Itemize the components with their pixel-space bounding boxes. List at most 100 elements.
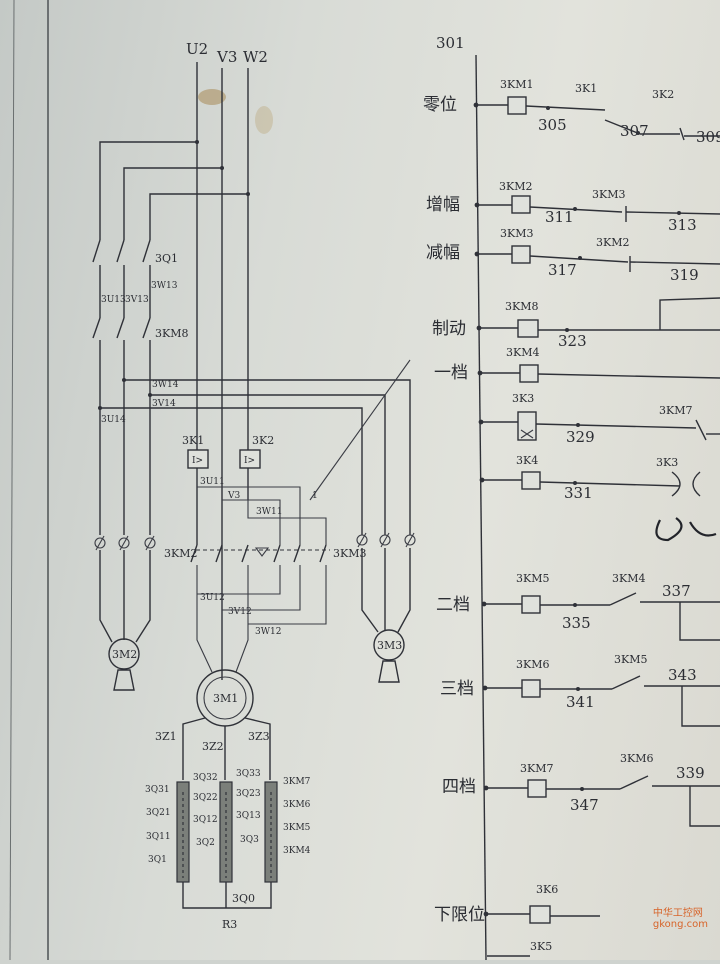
label-3km6: 3KM6 <box>283 800 311 810</box>
r-label-3km7b: 3KM7 <box>520 762 553 775</box>
r-label-305: 305 <box>538 116 567 134</box>
r-label-3k5: 3K5 <box>530 940 552 953</box>
row-gear3: 三档 <box>440 679 474 699</box>
label-3v13: 3V13 <box>125 295 149 305</box>
row-lower-limit: 下限位 <box>434 905 485 925</box>
control-bus <box>475 54 487 961</box>
label-3k1: 3K1 <box>182 434 204 447</box>
r-label-3km7: 3KM7 <box>659 404 692 417</box>
label-3q21: 3Q21 <box>146 808 171 818</box>
r-label-3k3b: 3K3 <box>656 456 678 469</box>
r-label-319: 319 <box>670 266 699 284</box>
svg-text:1: 1 <box>312 491 318 501</box>
r-label-329: 329 <box>566 428 595 446</box>
r-label-335: 335 <box>562 614 591 632</box>
r-label-3km6: 3KM6 <box>516 658 549 671</box>
label-3q1: 3Q1 <box>155 252 178 265</box>
r-label-343: 343 <box>668 666 697 684</box>
fuse-row-right <box>356 532 416 548</box>
power-circuit: U2 V3 W2 3Q1 3U13 3V13 3W13 3KM8 <box>92 40 416 931</box>
label-3q2: 3Q2 <box>196 838 215 848</box>
motor-3m2 <box>108 638 140 670</box>
svg-text:I>: I> <box>192 456 203 466</box>
page-edge <box>9 0 15 961</box>
r-label-3k6: 3K6 <box>536 883 558 896</box>
label-3q32: 3Q32 <box>193 773 218 783</box>
r-label-313: 313 <box>668 216 697 234</box>
r-label-3km4b: 3KM4 <box>612 572 645 585</box>
phase-label-v: V3 <box>216 48 237 66</box>
r-label-3km4: 3KM4 <box>506 346 539 359</box>
brake-3m3 <box>378 660 400 683</box>
phase-label-w: W2 <box>243 48 268 66</box>
label-3km4: 3KM4 <box>283 846 311 856</box>
r-label-3km5b: 3KM5 <box>614 653 647 666</box>
stain <box>255 106 273 134</box>
label-3w11: 3W11 <box>256 507 282 517</box>
label-3m1: 3M1 <box>213 692 238 705</box>
label-3q13: 3Q13 <box>236 811 261 821</box>
label-3km7: 3KM7 <box>283 777 311 787</box>
phase-label-u: U2 <box>186 40 208 58</box>
label-3u11: 3U11 <box>200 477 225 487</box>
label-3m3: 3M3 <box>377 639 402 652</box>
r-label-3k3: 3K3 <box>512 392 534 405</box>
row-brake: 制动 <box>432 319 466 339</box>
label-3q22: 3Q22 <box>193 793 218 803</box>
row-zero: 零位 <box>423 95 457 115</box>
r-label-3k1: 3K1 <box>575 82 597 95</box>
r-label-341: 341 <box>566 693 595 711</box>
label-3w13: 3W13 <box>151 281 178 291</box>
stain <box>198 89 226 105</box>
label-3q11: 3Q11 <box>146 832 171 842</box>
row-gear2: 二档 <box>436 595 470 615</box>
label-3q23: 3Q23 <box>236 789 261 799</box>
label-3q1b: 3Q1 <box>148 855 167 865</box>
row-down: 减幅 <box>426 243 460 263</box>
label-3k2: 3K2 <box>252 434 274 447</box>
r-label-311: 311 <box>545 208 574 226</box>
r-label-3km2b: 3KM2 <box>596 236 629 249</box>
r-label-3k4: 3K4 <box>516 454 538 467</box>
control-circuit: 301 零位 3KM1 3K1 3K2 305 307 309 增幅 3KM2 … <box>423 34 720 961</box>
r-label-3km1: 3KM1 <box>500 78 533 91</box>
brake-3m2 <box>113 669 135 691</box>
label-3q33: 3Q33 <box>236 769 261 779</box>
row-up: 增幅 <box>426 195 460 215</box>
label-3q3: 3Q3 <box>240 835 259 845</box>
label-3q31: 3Q31 <box>145 785 170 795</box>
r-label-3km5: 3KM5 <box>516 572 549 585</box>
relay-3k2 <box>239 449 261 469</box>
label-3km3: 3KM3 <box>333 547 366 560</box>
motor-3m3 <box>373 629 405 661</box>
label-3m2: 3M2 <box>112 648 137 661</box>
label-3u12: 3U12 <box>200 593 225 603</box>
label-3z1: 3Z1 <box>155 730 177 743</box>
r-label-317: 317 <box>548 261 577 279</box>
label-3u14: 3U14 <box>101 415 126 425</box>
r-label-309: 309 <box>696 128 720 146</box>
r-label-331: 331 <box>564 484 593 502</box>
r-label-3km2: 3KM2 <box>499 180 532 193</box>
label-3u13: 3U13 <box>101 295 126 305</box>
fuse-row-left <box>94 535 156 551</box>
label-3w12: 3W12 <box>255 627 281 637</box>
r-label-339: 339 <box>676 764 705 782</box>
label-3z2: 3Z2 <box>202 740 224 753</box>
watermark-line1: 中华工控网 <box>652 908 703 919</box>
label-3km5: 3KM5 <box>283 823 311 833</box>
label-3v12: 3V12 <box>228 607 252 617</box>
label-r3: R3 <box>222 918 237 931</box>
svg-text:I>: I> <box>244 456 255 466</box>
r-label-3km6b: 3KM6 <box>620 752 653 765</box>
row-gear4: 四档 <box>442 777 476 797</box>
r-label-337: 337 <box>662 582 691 600</box>
r-label-3km3: 3KM3 <box>592 188 625 201</box>
label-3km8: 3KM8 <box>155 327 188 340</box>
label-v3: V3 <box>227 491 240 501</box>
r-label-3km3b: 3KM3 <box>500 227 533 240</box>
label-3q12: 3Q12 <box>193 815 218 825</box>
r-label-3k2: 3K2 <box>652 88 674 101</box>
